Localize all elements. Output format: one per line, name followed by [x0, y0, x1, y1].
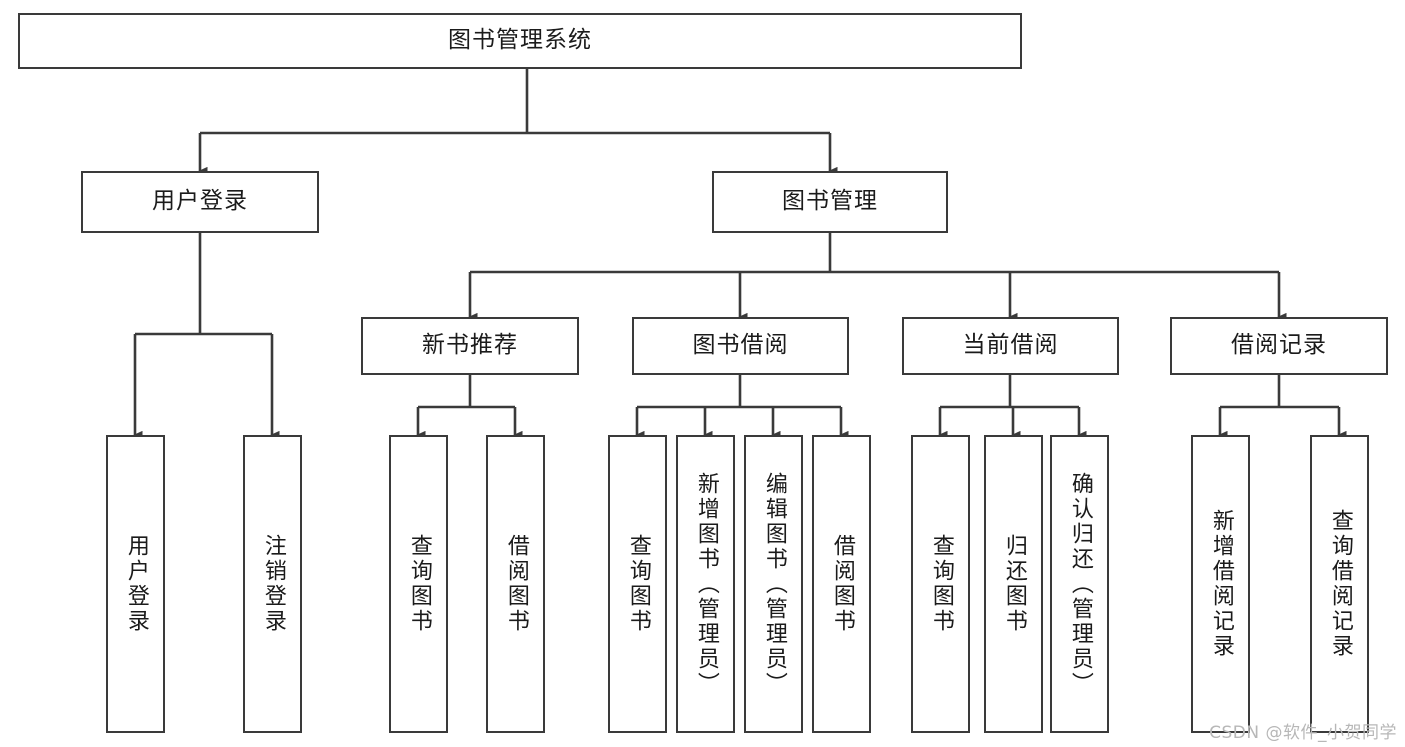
- leaf-node-query-book-recommendation[interactable]: 查询图书: [389, 435, 448, 733]
- leaf-node-label: 查询图书: [928, 534, 954, 634]
- leaf-node-label: 归还图书: [1001, 534, 1027, 634]
- node-current-borrowing[interactable]: 当前借阅: [902, 317, 1119, 375]
- node-label: 图书管理: [782, 188, 878, 215]
- leaf-node-label: 借阅图书: [503, 534, 529, 634]
- node-label: 用户登录: [152, 188, 248, 215]
- node-user-login[interactable]: 用户登录: [81, 171, 319, 233]
- node-label: 新书推荐: [422, 332, 518, 359]
- leaf-node-label: 确认归还（管理员）: [1067, 471, 1093, 697]
- leaf-node-edit-book-admin[interactable]: 编辑图书（管理员）: [744, 435, 803, 733]
- node-book-management-system[interactable]: 图书管理系统: [18, 13, 1022, 69]
- leaf-node-label: 查询借阅记录: [1327, 509, 1353, 659]
- node-label: 借阅记录: [1231, 332, 1327, 359]
- node-label: 当前借阅: [962, 332, 1059, 359]
- leaf-node-label: 新增借阅记录: [1208, 509, 1234, 659]
- leaf-node-borrow-book-recommendation[interactable]: 借阅图书: [486, 435, 545, 733]
- leaf-node-label: 借阅图书: [829, 534, 855, 634]
- leaf-node-label: 编辑图书（管理员）: [761, 471, 787, 697]
- leaf-node-label: 查询图书: [625, 534, 651, 634]
- leaf-node-label: 新增图书（管理员）: [693, 471, 719, 697]
- leaf-node-label: 注销登录: [260, 534, 286, 634]
- leaf-node-add-book-admin[interactable]: 新增图书（管理员）: [676, 435, 735, 733]
- leaf-node-query-book-current[interactable]: 查询图书: [911, 435, 970, 733]
- node-book-borrowing[interactable]: 图书借阅: [632, 317, 849, 375]
- node-label: 图书管理系统: [448, 27, 592, 54]
- leaf-node-borrow-book-borrowing[interactable]: 借阅图书: [812, 435, 871, 733]
- leaf-node-return-book[interactable]: 归还图书: [984, 435, 1043, 733]
- leaf-node-label: 查询图书: [406, 534, 432, 634]
- node-borrowing-record[interactable]: 借阅记录: [1170, 317, 1388, 375]
- node-label: 图书借阅: [692, 332, 789, 359]
- leaf-node-query-borrow-record[interactable]: 查询借阅记录: [1310, 435, 1369, 733]
- leaf-node-user-login[interactable]: 用户登录: [106, 435, 165, 733]
- leaf-node-add-borrow-record[interactable]: 新增借阅记录: [1191, 435, 1250, 733]
- node-new-book-recommendation[interactable]: 新书推荐: [361, 317, 579, 375]
- node-book-management[interactable]: 图书管理: [712, 171, 948, 233]
- leaf-node-confirm-return-admin[interactable]: 确认归还（管理员）: [1050, 435, 1109, 733]
- leaf-node-query-book-borrowing[interactable]: 查询图书: [608, 435, 667, 733]
- leaf-node-user-logout[interactable]: 注销登录: [243, 435, 302, 733]
- leaf-node-label: 用户登录: [123, 534, 149, 634]
